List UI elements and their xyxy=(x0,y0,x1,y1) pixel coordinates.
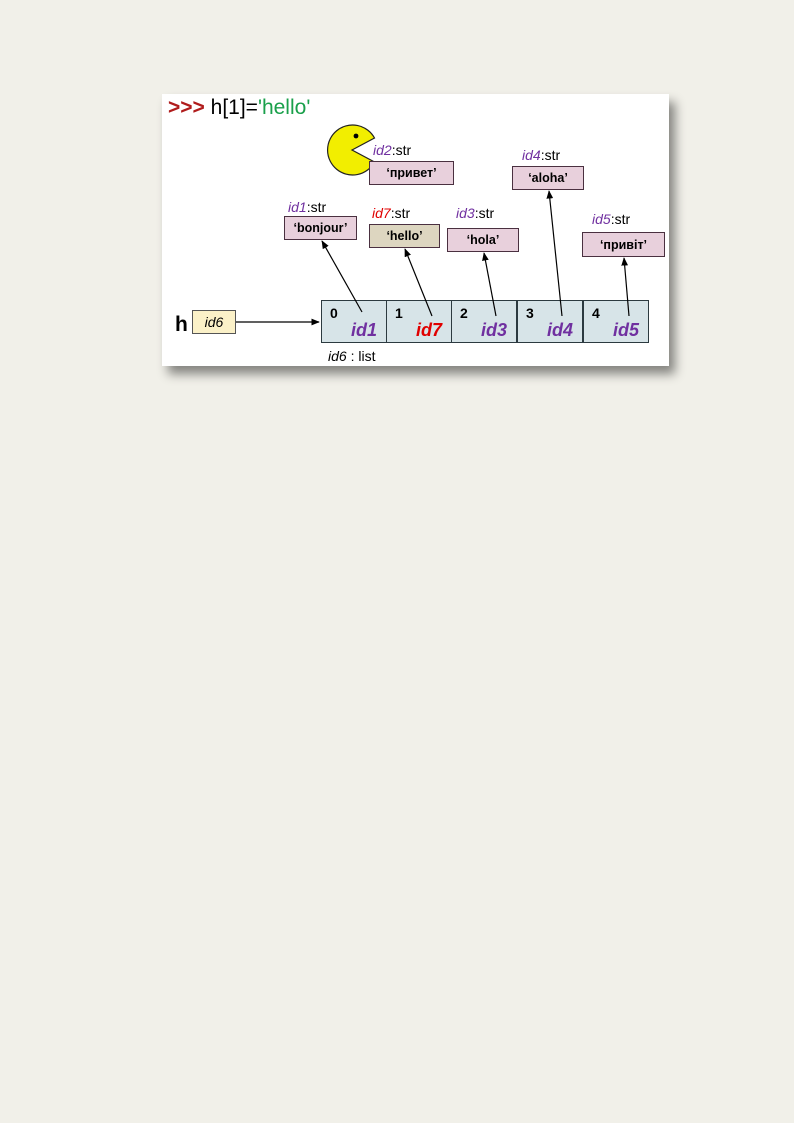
prompt-line: >>> h[1]='hello' xyxy=(168,96,310,120)
prompt-symbol: >>> xyxy=(168,96,205,119)
str-box-id3: ‘hola’ xyxy=(447,228,519,252)
str-label-id7: id7:str xyxy=(372,205,411,221)
list-cell-4: 4 id5 xyxy=(583,300,649,343)
prompt-string: 'hello' xyxy=(257,96,311,119)
arrow-cell2-to-id3 xyxy=(482,252,497,317)
str-label-id5: id5:str xyxy=(592,211,631,227)
str-box-id1: ‘bonjour’ xyxy=(284,216,357,240)
arrow-cell0-to-id1 xyxy=(321,240,363,313)
str-label-id2: id2:str xyxy=(373,142,412,158)
arrow-cell4-to-id5 xyxy=(621,257,630,317)
str-label-id3: id3:str xyxy=(456,205,495,221)
variable-name: h xyxy=(175,313,188,336)
str-box-id5: ‘привіт’ xyxy=(582,232,665,257)
str-box-id7: ‘hello’ xyxy=(369,224,440,248)
str-box-id2: ‘привет’ xyxy=(369,161,454,185)
str-label-id1: id1:str xyxy=(288,199,327,215)
list-cell-2: 2 id3 xyxy=(451,300,517,343)
arrow-cell3-to-id4 xyxy=(546,190,563,317)
prompt-code: h[1]= xyxy=(210,96,258,119)
str-box-id4: ‘aloha’ xyxy=(512,166,584,190)
list-cell-1: 1 id7 xyxy=(386,300,452,343)
diagram-card: >>> h[1]='hello' id2:str ‘привет’ id4:st… xyxy=(162,94,669,366)
list-type-label: id6 : list xyxy=(328,348,376,364)
reference-arrows xyxy=(236,190,630,326)
variable-ref-box: id6 xyxy=(192,310,236,334)
pacman-icon xyxy=(326,124,376,176)
str-label-id4: id4:str xyxy=(522,147,561,163)
arrow-cell1-to-id7 xyxy=(404,248,433,317)
list-cell-3: 3 id4 xyxy=(517,300,583,343)
list-cell-0: 0 id1 xyxy=(321,300,387,343)
